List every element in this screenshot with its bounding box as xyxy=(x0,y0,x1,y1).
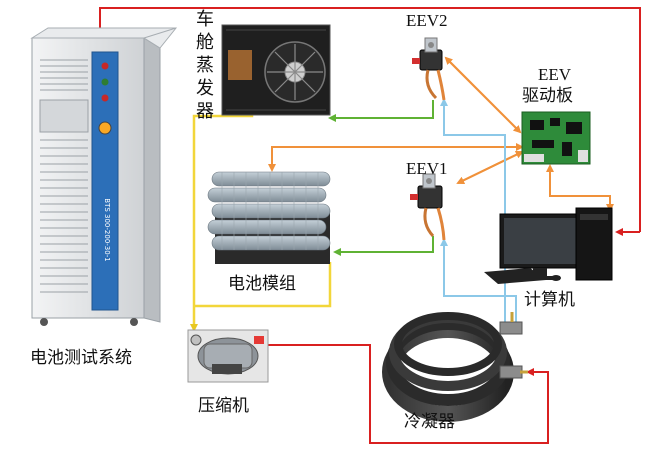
label-battery-tester: 电池测试系统 xyxy=(30,348,132,368)
label-compressor: 压缩机 xyxy=(198,396,249,416)
red-signal-line-top xyxy=(96,7,641,236)
blue-refrigerant-lines xyxy=(440,98,517,322)
eev1-valve-icon xyxy=(410,173,446,241)
label-condenser: 冷凝器 xyxy=(404,412,455,432)
battery-test-cabinet: BTS 300-200-30-1 xyxy=(30,27,178,326)
eev2-valve-icon xyxy=(412,37,446,101)
yellow-return-line xyxy=(194,262,332,308)
keyboard-icon xyxy=(484,268,546,284)
label-eev-driver-line2: 驱动板 xyxy=(522,86,573,106)
condenser xyxy=(382,312,528,422)
label-eev2: EEV2 xyxy=(406,11,448,30)
orange-control-lines xyxy=(268,56,614,212)
green-line-battery xyxy=(333,236,434,256)
label-eev-driver-line1: EEV xyxy=(538,65,572,84)
computer xyxy=(484,207,613,284)
cabinet-control-panel xyxy=(91,51,119,311)
red-refrigerant-line xyxy=(265,344,549,444)
label-eev1: EEV1 xyxy=(406,159,448,178)
battery-module xyxy=(207,171,331,264)
cabin-evaporator xyxy=(221,24,331,116)
label-cabin-evaporator: 车舱蒸发器 xyxy=(196,9,214,122)
compressor xyxy=(187,329,269,383)
label-battery-module: 电池模组 xyxy=(228,274,296,294)
label-computer: 计算机 xyxy=(524,290,575,310)
emergency-stop-icon xyxy=(98,121,112,135)
green-line-evaporator xyxy=(328,100,434,122)
eev-driver-board xyxy=(521,111,591,165)
cabinet-model-text: BTS 300-200-30-1 xyxy=(103,198,111,261)
